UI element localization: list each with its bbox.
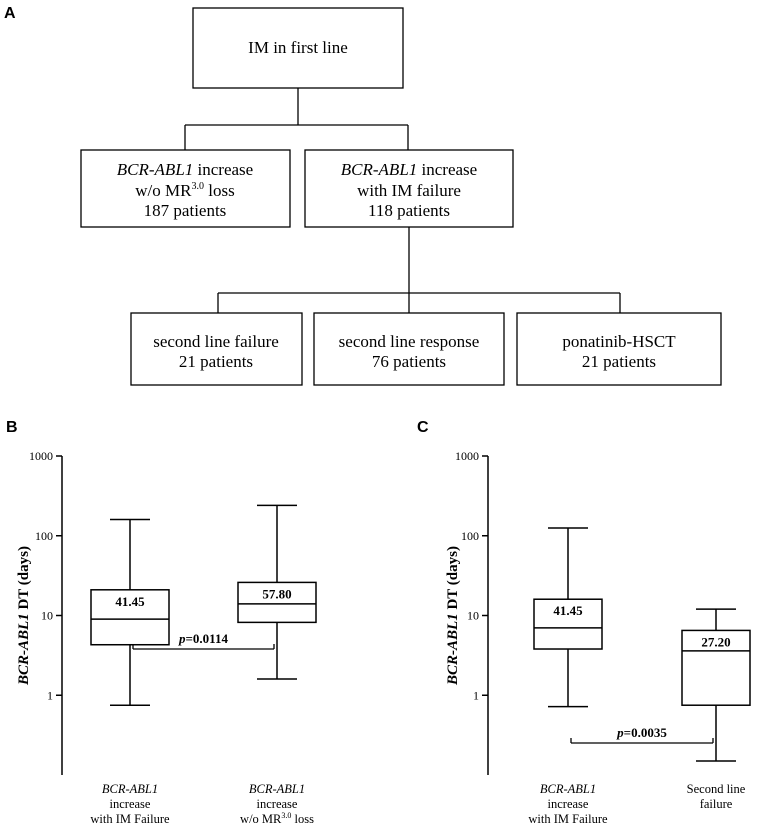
flow-box-no-mr-loss — [80, 149, 291, 228]
y-tick-label: 10 — [41, 609, 53, 623]
panel-label-a: A — [4, 5, 16, 22]
flow-box-ponatinib-hsct — [516, 312, 722, 386]
median-value-label: 41.45 — [553, 603, 583, 618]
flow-leaf1-line2: 21 patients — [179, 352, 253, 371]
y-axis-label: BCR-ABL1 DT (days) — [16, 546, 32, 686]
category-label: BCR-ABL1 — [102, 782, 158, 796]
category-label: Second line — [687, 782, 746, 796]
y-tick-label: 10 — [467, 609, 479, 623]
box-iqr — [237, 581, 317, 624]
category-label: increase — [548, 797, 589, 811]
flow-right-line1: BCR-ABL1 increase — [341, 160, 477, 179]
box-iqr — [533, 598, 603, 650]
flow-right-line2: with IM failure — [357, 181, 461, 200]
y-tick-label: 100 — [35, 529, 53, 543]
flow-left-line1: BCR-ABL1 increase — [117, 160, 253, 179]
flowchart: IM in first line BCR-ABL1 increase w/o M… — [80, 7, 722, 386]
category-label: increase — [257, 797, 298, 811]
median-value-label: 57.80 — [262, 586, 291, 601]
y-axis-label: BCR-ABL1 DT (days) — [445, 546, 461, 686]
flow-box-second-line-failure — [130, 312, 303, 386]
flow-leaf2-line2: 76 patients — [372, 352, 446, 371]
category-label: with IM Failure — [528, 812, 608, 826]
y-tick-label: 100 — [461, 529, 479, 543]
y-tick-label: 1000 — [29, 449, 53, 463]
y-tick-label: 1000 — [455, 449, 479, 463]
flow-right-line3: 118 patients — [368, 201, 450, 220]
y-tick-label: 1 — [47, 688, 53, 702]
flow-root-text: IM in first line — [248, 38, 348, 57]
y-tick-label: 1 — [473, 688, 479, 702]
panel-label-c: C — [417, 419, 429, 436]
p-value-label: p=0.0035 — [616, 725, 667, 740]
flow-leaf3-line2: 21 patients — [582, 352, 656, 371]
flow-leaf2-line1: second line response — [339, 332, 480, 351]
median-value-label: 27.20 — [701, 634, 730, 649]
category-label: increase — [110, 797, 151, 811]
flow-box-second-line-response — [313, 312, 505, 386]
category-label: BCR-ABL1 — [540, 782, 596, 796]
box-iqr — [90, 589, 170, 646]
flow-left-line3: 187 patients — [144, 201, 227, 220]
category-label: w/o MR3.0 loss — [240, 811, 314, 826]
flow-leaf3-line1: ponatinib-HSCT — [562, 332, 676, 351]
flow-left-line2: w/o MR3.0 loss — [135, 181, 234, 200]
flow-leaf1-line1: second line failure — [153, 332, 279, 351]
category-label: BCR-ABL1 — [249, 782, 305, 796]
category-label: failure — [700, 797, 733, 811]
p-value-label: p=0.0114 — [178, 631, 228, 646]
panel-label-b: B — [6, 419, 18, 436]
category-label: with IM Failure — [90, 812, 170, 826]
median-value-label: 41.45 — [115, 594, 145, 609]
box-iqr — [681, 629, 751, 706]
